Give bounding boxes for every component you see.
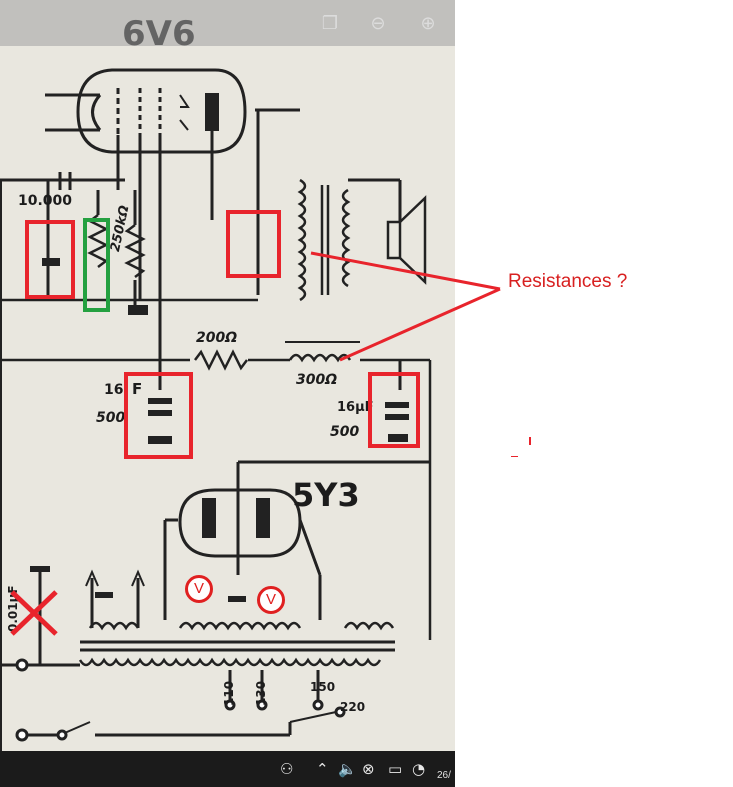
cap-500-left-label: 500 xyxy=(96,410,126,426)
resistor-200 xyxy=(194,349,248,371)
network-blocked-icon[interactable]: ⊗ xyxy=(362,760,375,778)
chevron-up-icon[interactable]: ⌃ xyxy=(316,760,329,778)
resistor-cathode xyxy=(87,214,109,268)
stray-mark xyxy=(529,437,531,445)
wifi-icon[interactable]: ◔ xyxy=(412,760,426,778)
clock-date[interactable]: 26/ xyxy=(437,770,451,781)
speaker-icon[interactable]: 🔈 xyxy=(338,760,357,778)
mains-220-label: 220 xyxy=(340,700,366,714)
zoom-out-icon[interactable]: ⊖ xyxy=(370,13,386,34)
cap-500-right-label: 500 xyxy=(330,424,360,440)
mains-150-label: 150 xyxy=(310,680,336,694)
taskbar: ⚇ ⌃ 🔈 ⊗ ▭ ◔ 26/ xyxy=(0,751,455,787)
tube-5y3-envelope xyxy=(178,488,302,558)
highlight-box-plate-cap xyxy=(226,210,281,278)
viewer-toolbar: ❐ ⊖ ⊕ xyxy=(0,0,455,46)
highlight-box-filter-cap-left xyxy=(124,372,193,459)
v-marker-2: V xyxy=(257,586,285,614)
copy-icon[interactable]: ❐ xyxy=(321,13,339,34)
choke-300-label: 300Ω xyxy=(296,372,338,388)
people-icon[interactable]: ⚇ xyxy=(280,760,294,778)
zoom-in-icon[interactable]: ⊕ xyxy=(420,13,436,34)
cap-f-label: F xyxy=(132,380,143,398)
cap-16-left-label: 16 xyxy=(104,382,124,398)
tube-6v6-envelope xyxy=(76,68,247,154)
highlight-box-cathode-cap xyxy=(25,220,75,299)
schematic-drawing xyxy=(0,68,432,751)
stray-mark xyxy=(511,456,518,457)
v-marker-1: V xyxy=(185,575,213,603)
cap-10000-label: 10.000 xyxy=(18,193,73,209)
cross-mark xyxy=(10,590,58,636)
tube-5y3-label: 5Y3 xyxy=(292,476,360,514)
battery-icon[interactable]: ▭ xyxy=(388,760,403,778)
annotation-text: Resistances ? xyxy=(508,271,628,292)
highlight-box-filter-cap-right xyxy=(368,372,420,448)
highlight-box-cathode-resistor xyxy=(83,218,110,312)
cap-16uf-right-label: 16μF xyxy=(337,400,374,415)
res-200-label: 200Ω xyxy=(196,330,238,346)
resistor-250k xyxy=(124,224,146,278)
